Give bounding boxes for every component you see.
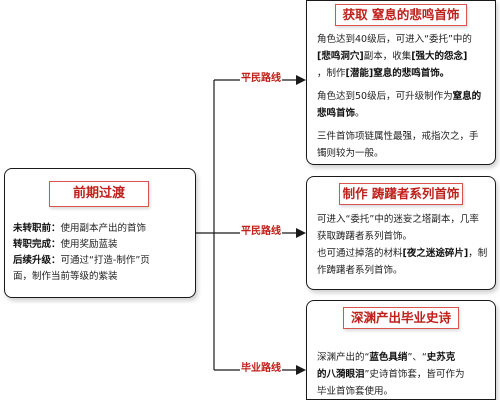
row-later-upgrade: 后续升级：可通过“打造-制作”页 xyxy=(13,255,150,266)
branch-label-civilian-middle: 平民路线 xyxy=(240,226,282,238)
row-job-change-done: 转职完成：使用奖励蓝装 xyxy=(13,239,118,250)
card-wailing-title: 获取 窒息的悲鸣首饰 xyxy=(335,4,467,26)
early-transition-list: 未转职前：使用副本产出的首饰 转职完成：使用奖励蓝装 后续升级：可通过“打造-制… xyxy=(13,221,150,285)
card-wailing-necklace: 获取 窒息的悲鸣首饰 角色达到40级后，可进入“委托”中的 [悲鸣洞穴]副本，收… xyxy=(306,0,496,165)
card-abyss-title: 深渊产出毕业史诗 xyxy=(343,307,459,329)
card-hesitator-title: 制作 踌躇者系列首饰 xyxy=(339,183,463,205)
row-before-job-change: 未转职前：使用副本产出的首饰 xyxy=(13,223,147,234)
early-transition-box: 前期过渡 未转职前：使用副本产出的首饰 转职完成：使用奖励蓝装 后续升级：可通过… xyxy=(4,168,196,298)
row-later-upgrade-cont: 面，制作当前等级的紫装 xyxy=(13,271,118,282)
card-abyss-body: 深渊产出的“蓝色具绡”、“史苏克 的八漪眼泪”史诗首饰套，皆可作为 毕业首饰套使… xyxy=(317,352,465,397)
early-transition-title: 前期过渡 xyxy=(49,181,149,207)
card-hesitator-series: 制作 踌躇者系列首饰 可进入“委托”中的迷妄之塔副本，几率 获取踌躇者系列首饰。… xyxy=(306,176,496,290)
wailing-paragraph-2: 角色达到50级后，可升级制作为窒息的 悲鸣首饰。 xyxy=(317,91,482,119)
branch-label-civilian-top: 平民路线 xyxy=(240,73,282,85)
wailing-paragraph-3: 三件首饰项链属性最强，戒指次之，手 镯则较为一般。 xyxy=(317,131,479,159)
card-abyss-epic: 深渊产出毕业史诗 深渊产出的“蓝色具绡”、“史苏克 的八漪眼泪”史诗首饰套，皆可… xyxy=(306,300,496,400)
card-wailing-body: 角色达到40级后，可进入“委托”中的 [悲鸣洞穴]副本，收集[强大的怨念] ，制… xyxy=(317,31,493,162)
branch-label-graduation: 毕业路线 xyxy=(240,363,282,375)
card-hesitator-body: 可进入“委托”中的迷妄之塔副本，几率 获取踌躇者系列首饰。 也可通过掉落的材料[… xyxy=(317,214,488,276)
wailing-paragraph-1: 角色达到40级后，可进入“委托”中的 [悲鸣洞穴]副本，收集[强大的怨念] ，制… xyxy=(317,34,472,79)
